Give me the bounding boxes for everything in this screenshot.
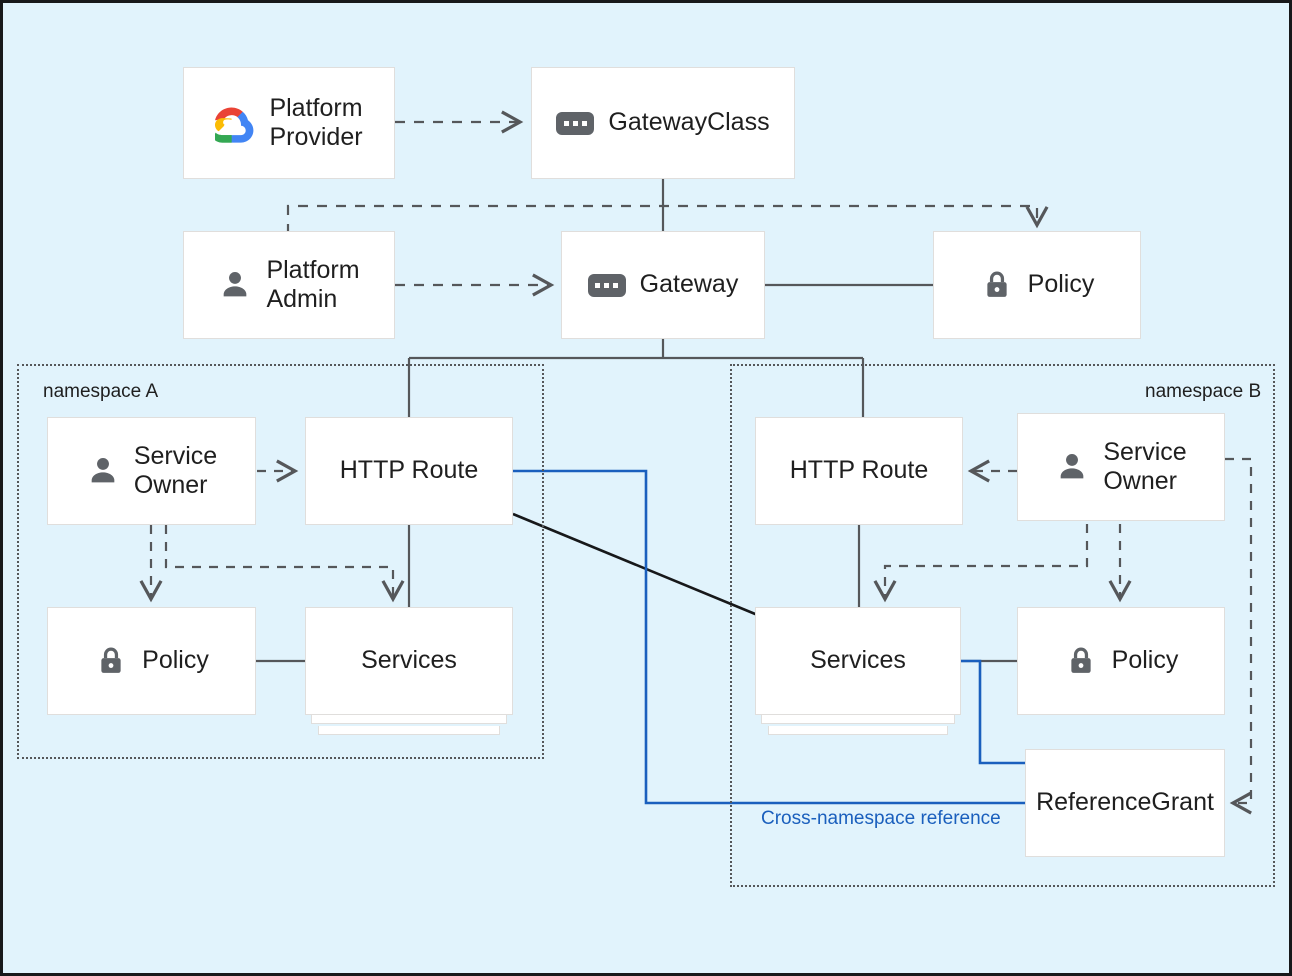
node-policy-b[interactable]: Policy (1017, 607, 1225, 715)
node-services-b[interactable]: Services (755, 607, 961, 715)
node-label: Platform Admin (266, 255, 360, 314)
edge-route-a-to-services-b (512, 512, 761, 618)
services-a-stack-sheets (305, 715, 513, 739)
namespace-a-label: namespace A (43, 381, 159, 402)
node-http-route-b[interactable]: HTTP Route (755, 417, 963, 525)
cross-namespace-reference-label: Cross-namespace reference (761, 808, 1001, 829)
node-platform-provider[interactable]: Platform Provider (183, 67, 395, 179)
node-label: HTTP Route (339, 456, 479, 485)
gateway-icon (556, 111, 595, 135)
node-label: Gateway (639, 270, 739, 299)
services-b-stack-sheets (755, 715, 961, 739)
lock-icon (101, 647, 121, 673)
node-label: ReferenceGrant (1036, 788, 1214, 817)
node-services-a[interactable]: Services (305, 607, 513, 715)
lock-icon (1071, 647, 1091, 673)
lock-icon (987, 271, 1007, 297)
node-label: Service Owner (1103, 437, 1187, 496)
node-reference-grant[interactable]: ReferenceGrant (1025, 749, 1225, 857)
google-cloud-icon (215, 107, 254, 143)
node-policy-top[interactable]: Policy (933, 231, 1141, 339)
node-service-owner-a[interactable]: Service Owner (47, 417, 256, 525)
namespace-b-label: namespace B (1145, 381, 1262, 402)
edge-admin-to-policy-top (286, 204, 1049, 234)
node-http-route-a[interactable]: HTTP Route (305, 417, 513, 525)
node-label: Services (810, 646, 906, 675)
node-label: Policy (1111, 646, 1179, 675)
person-icon (91, 457, 115, 483)
node-service-owner-b[interactable]: Service Owner (1017, 413, 1225, 521)
gateway-icon (587, 273, 626, 297)
node-gateway-class[interactable]: GatewayClass (531, 67, 795, 179)
node-label: HTTP Route (789, 456, 929, 485)
node-policy-a[interactable]: Policy (47, 607, 256, 715)
node-label: Policy (142, 646, 209, 675)
node-label: Policy (1027, 270, 1095, 299)
node-label: Platform Provider (269, 93, 363, 152)
node-label: Service Owner (133, 441, 218, 500)
person-icon (224, 271, 247, 297)
node-platform-admin[interactable]: Platform Admin (183, 231, 395, 339)
person-icon (1060, 453, 1084, 479)
node-label: Services (361, 646, 457, 675)
node-gateway[interactable]: Gateway (561, 231, 765, 339)
node-label: GatewayClass (608, 108, 770, 137)
